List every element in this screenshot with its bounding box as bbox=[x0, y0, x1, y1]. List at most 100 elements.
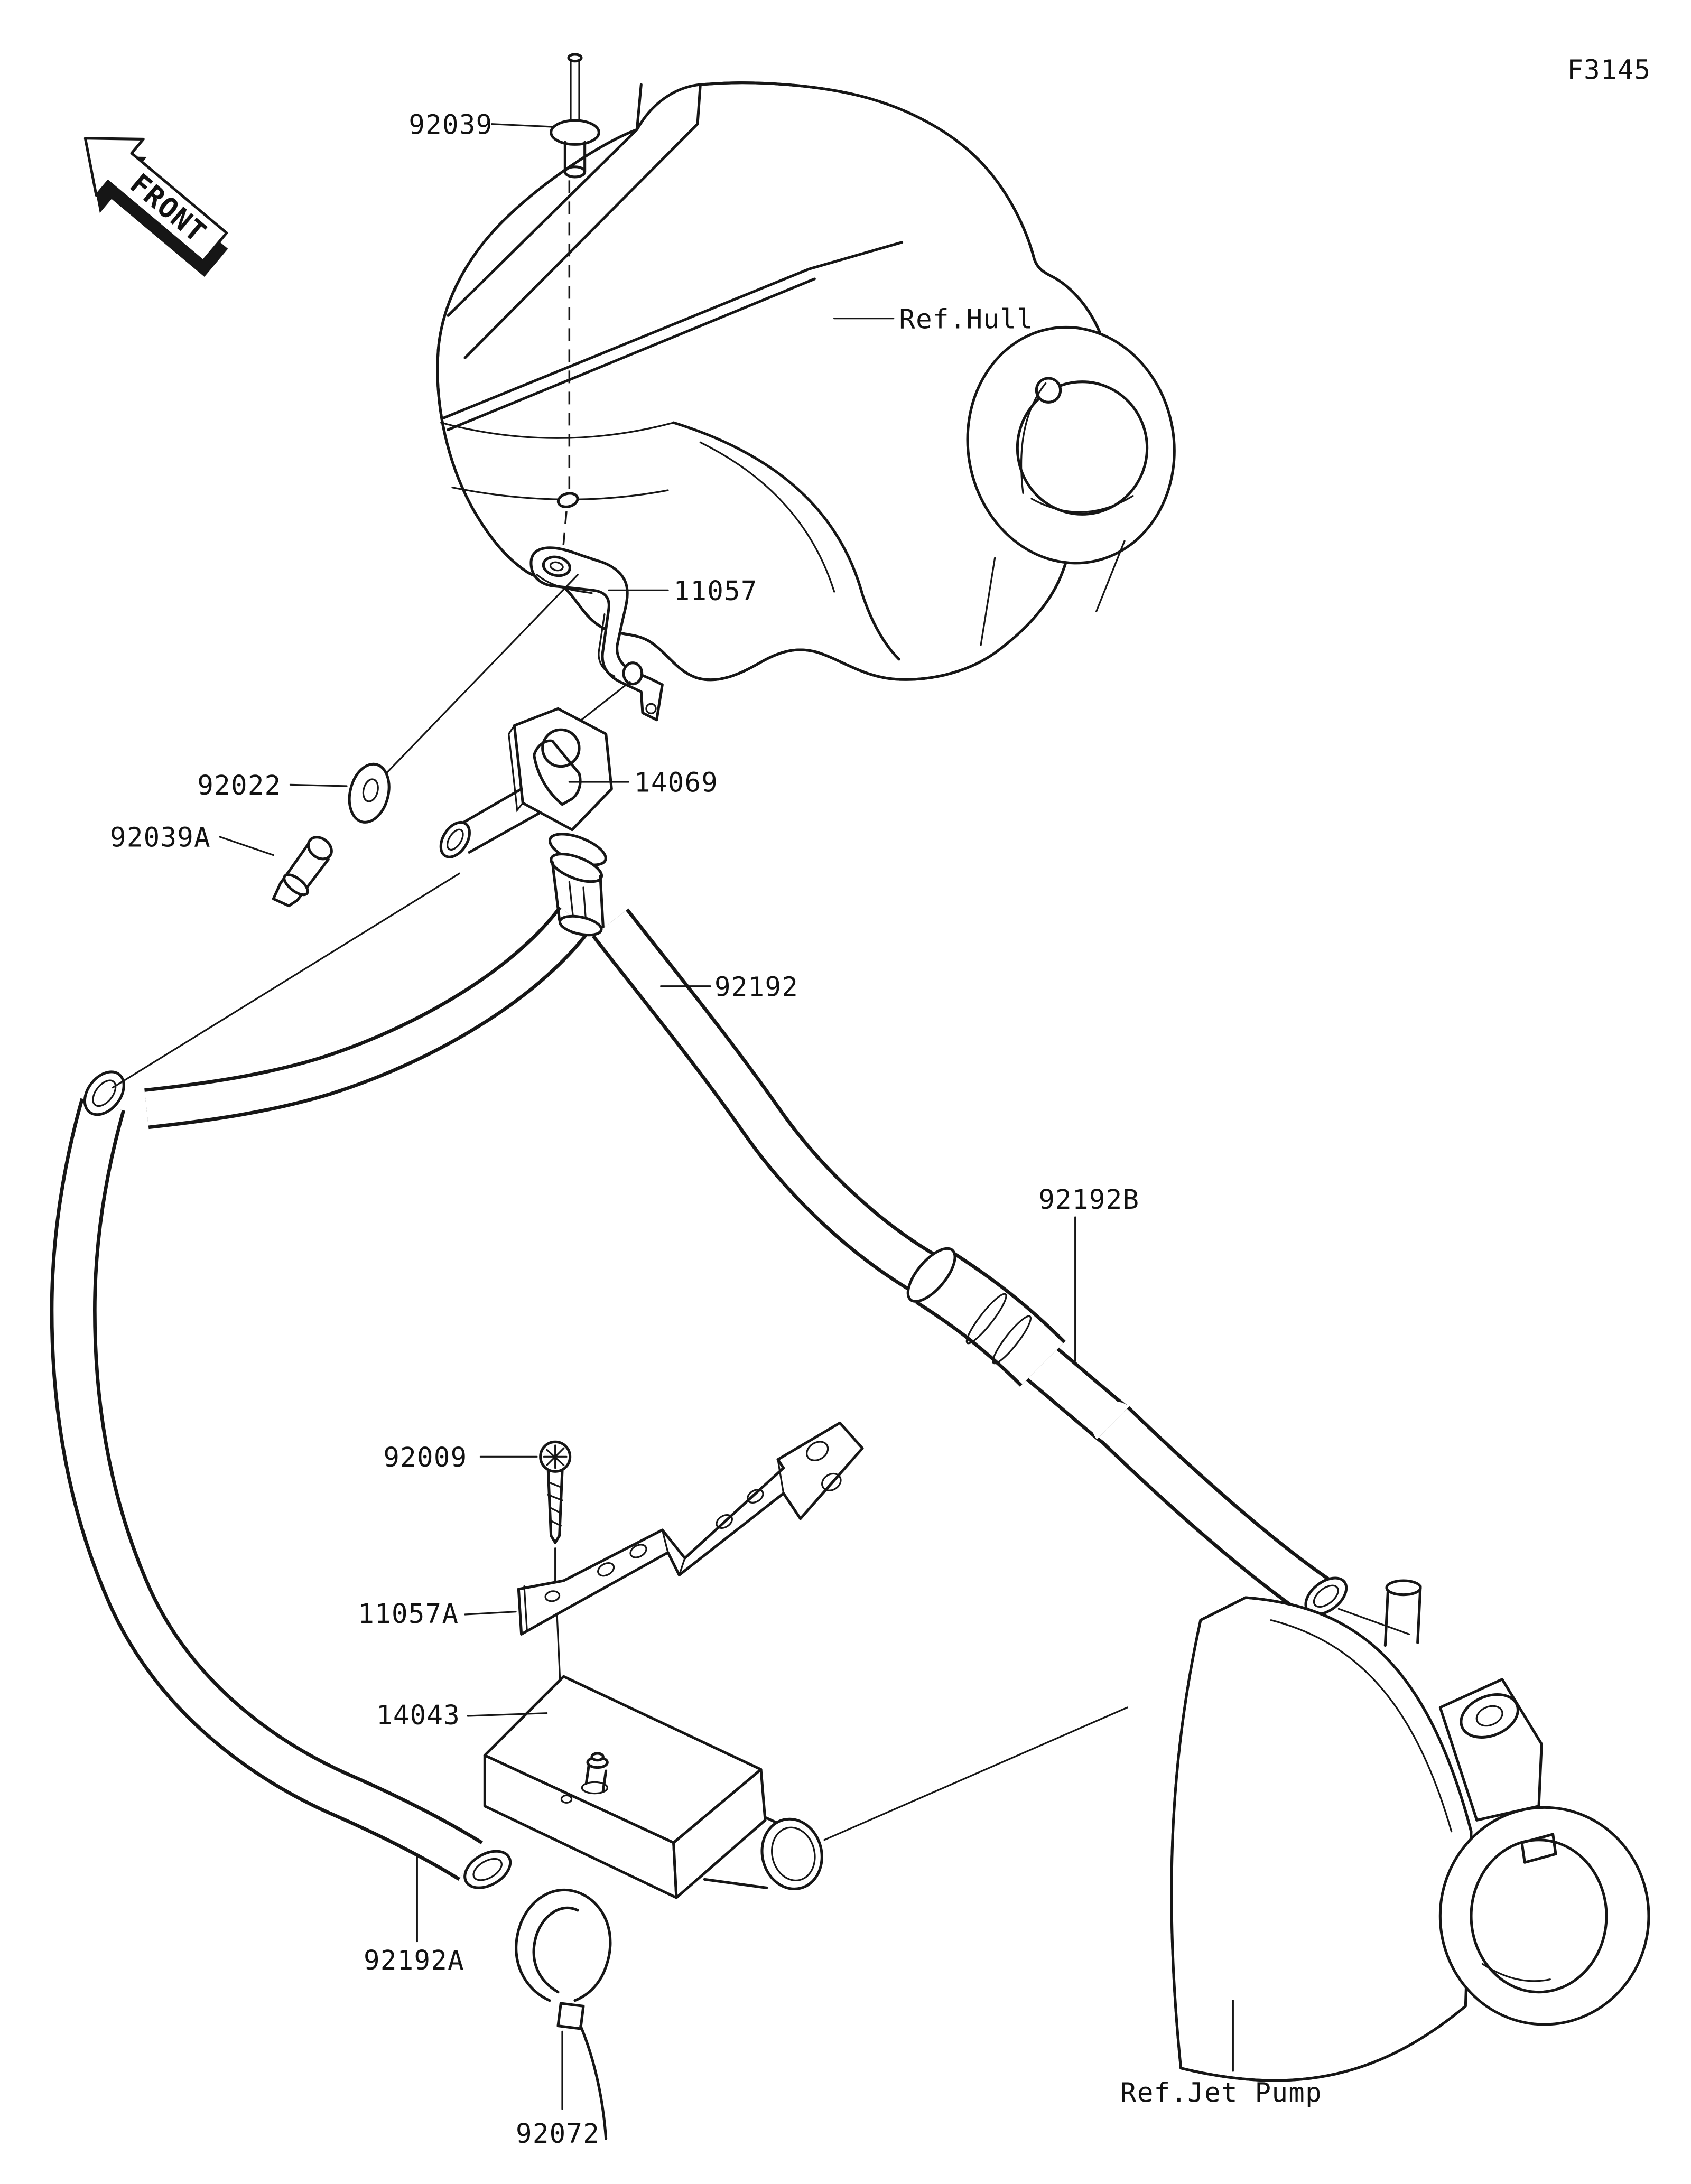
hull-rivet-hole bbox=[556, 492, 579, 508]
pin-tip bbox=[272, 882, 299, 908]
bracket-11057-tab-hole bbox=[645, 703, 657, 714]
fitting-tube-end bbox=[558, 914, 603, 937]
hull-reference bbox=[436, 81, 1176, 682]
box-right-face bbox=[672, 1768, 767, 1899]
bracket-11057-thickness2 bbox=[598, 613, 616, 677]
bracket-11057a-endfold bbox=[777, 1422, 863, 1495]
box-port-outer bbox=[760, 1817, 823, 1890]
rivet-flange bbox=[550, 119, 600, 146]
part-label-11057: 11057 bbox=[674, 575, 758, 606]
phillips-cross-icon bbox=[543, 1444, 568, 1469]
hull-notch-right-line bbox=[696, 83, 702, 126]
part-label-14043: 14043 bbox=[376, 1700, 460, 1731]
hose-group bbox=[50, 906, 1410, 1889]
tie-loop-inner bbox=[532, 1906, 579, 1994]
part-label-92072: 92072 bbox=[516, 2118, 600, 2149]
bracket-11057a-screw-hole bbox=[544, 1590, 561, 1602]
hull-transom-edge-2 bbox=[447, 277, 816, 431]
pin-92039a bbox=[272, 836, 333, 908]
hose-to-pump-line bbox=[1337, 1608, 1410, 1635]
part-label-92192: 92192 bbox=[714, 971, 798, 1002]
pump-body-fill bbox=[1170, 1596, 1473, 2082]
screw-shank bbox=[546, 1469, 564, 1544]
hull-notch-left-line bbox=[635, 83, 643, 131]
fitting-hole bbox=[541, 728, 581, 768]
fitting-left-port bbox=[439, 820, 471, 858]
rivet-92039 bbox=[550, 53, 600, 558]
bracket-11057-hole-top bbox=[542, 555, 571, 577]
leader-11057a bbox=[464, 1611, 517, 1616]
part-label-92039a: 92039A bbox=[110, 822, 211, 853]
leader-lines bbox=[219, 123, 1076, 1943]
hull-bottom-seam-1 bbox=[440, 422, 675, 439]
screw-threads bbox=[547, 1481, 563, 1527]
ref-label-hull: Ref.Hull bbox=[899, 303, 1034, 334]
fitting-down-tube bbox=[551, 861, 605, 929]
part-label-14069: 14069 bbox=[634, 767, 718, 798]
part-label-92009: 92009 bbox=[383, 1442, 467, 1473]
bracket-11057-hole-bottom bbox=[622, 661, 644, 686]
ref-label-jet-pump: Ref.Jet Pump bbox=[1120, 2077, 1322, 2108]
tie-loop bbox=[515, 1888, 612, 2002]
cable-tie-92072 bbox=[515, 1888, 612, 2140]
washer-92022 bbox=[348, 762, 391, 824]
tunnel-notch-hole bbox=[1035, 377, 1062, 404]
hull-keel-lobe bbox=[672, 421, 900, 661]
bracket-11057a-fold bbox=[517, 1585, 528, 1635]
bracket-11057a-step bbox=[661, 1529, 686, 1576]
part-label-11057a: 11057A bbox=[358, 1598, 459, 1629]
pin-flange bbox=[283, 873, 309, 897]
pump-stub-top bbox=[1385, 1579, 1422, 1597]
fitting-left-tube bbox=[457, 787, 541, 854]
leader-92022 bbox=[289, 783, 348, 787]
leader-92039a bbox=[219, 836, 274, 856]
part-label-92192b: 92192B bbox=[1038, 1184, 1139, 1215]
bracket-11057 bbox=[529, 546, 664, 722]
bracket-11057-thickness bbox=[536, 574, 593, 594]
leader-14043 bbox=[467, 1712, 548, 1717]
part-labels: F3145 92039 Ref.Hull 11057 92022 14069 9… bbox=[110, 54, 1651, 2149]
box-nipple bbox=[584, 1762, 608, 1792]
hose-end-to-fitting-line bbox=[112, 872, 460, 1089]
hull-deck-seam-2 bbox=[463, 123, 699, 359]
front-arrow-face bbox=[83, 137, 228, 263]
figure-code-label: F3145 bbox=[1567, 54, 1651, 85]
cuff-ring-2 bbox=[992, 1315, 1032, 1365]
pump-body-inner-line bbox=[1270, 1619, 1453, 1833]
cuff-ring-1 bbox=[965, 1293, 1007, 1345]
pump-bore-detail bbox=[1481, 1963, 1551, 1982]
box-14043 bbox=[483, 1675, 1128, 1899]
box-port-inner bbox=[771, 1826, 816, 1882]
tie-tail bbox=[579, 2024, 608, 2140]
port-relation-line bbox=[823, 1706, 1128, 1841]
front-direction-arrow: FRONT bbox=[83, 137, 228, 277]
tunnel-connector-2 bbox=[1095, 540, 1126, 612]
rivet-axis-dashed-lower bbox=[561, 511, 568, 558]
jet-pump-reference bbox=[1170, 1579, 1650, 2082]
fitting-cutout bbox=[533, 739, 582, 806]
tunnel-bottom-arc bbox=[1030, 495, 1134, 513]
part-label-92022: 92022 bbox=[197, 770, 281, 801]
washer-inner bbox=[362, 778, 379, 802]
tie-head bbox=[556, 2002, 585, 2030]
tunnel-shade-line bbox=[1020, 382, 1047, 494]
pin-cap bbox=[306, 836, 333, 861]
hull-transom-edge-1 bbox=[441, 241, 904, 420]
washer-to-hull-line bbox=[385, 574, 579, 774]
hull-keel-lobe-inner bbox=[699, 441, 835, 593]
pump-body-bottom bbox=[1179, 2004, 1467, 2082]
washer-outer bbox=[348, 762, 391, 824]
pump-stub-tube bbox=[1383, 1585, 1422, 1647]
fitting-14069 bbox=[439, 707, 613, 937]
pump-bore-notch bbox=[1520, 1833, 1557, 1864]
fitting-plate bbox=[513, 707, 613, 832]
box-screw-hole bbox=[560, 1794, 573, 1804]
part-label-92192a: 92192A bbox=[364, 1945, 464, 1976]
pump-body-top bbox=[1244, 1596, 1473, 1833]
leader-92039 bbox=[491, 123, 553, 128]
pump-tunnel-opening bbox=[1016, 380, 1149, 516]
pump-outlet-bore bbox=[1470, 1838, 1608, 1994]
hull-outline bbox=[436, 81, 1111, 682]
hull-deck-seam-1 bbox=[447, 128, 638, 317]
